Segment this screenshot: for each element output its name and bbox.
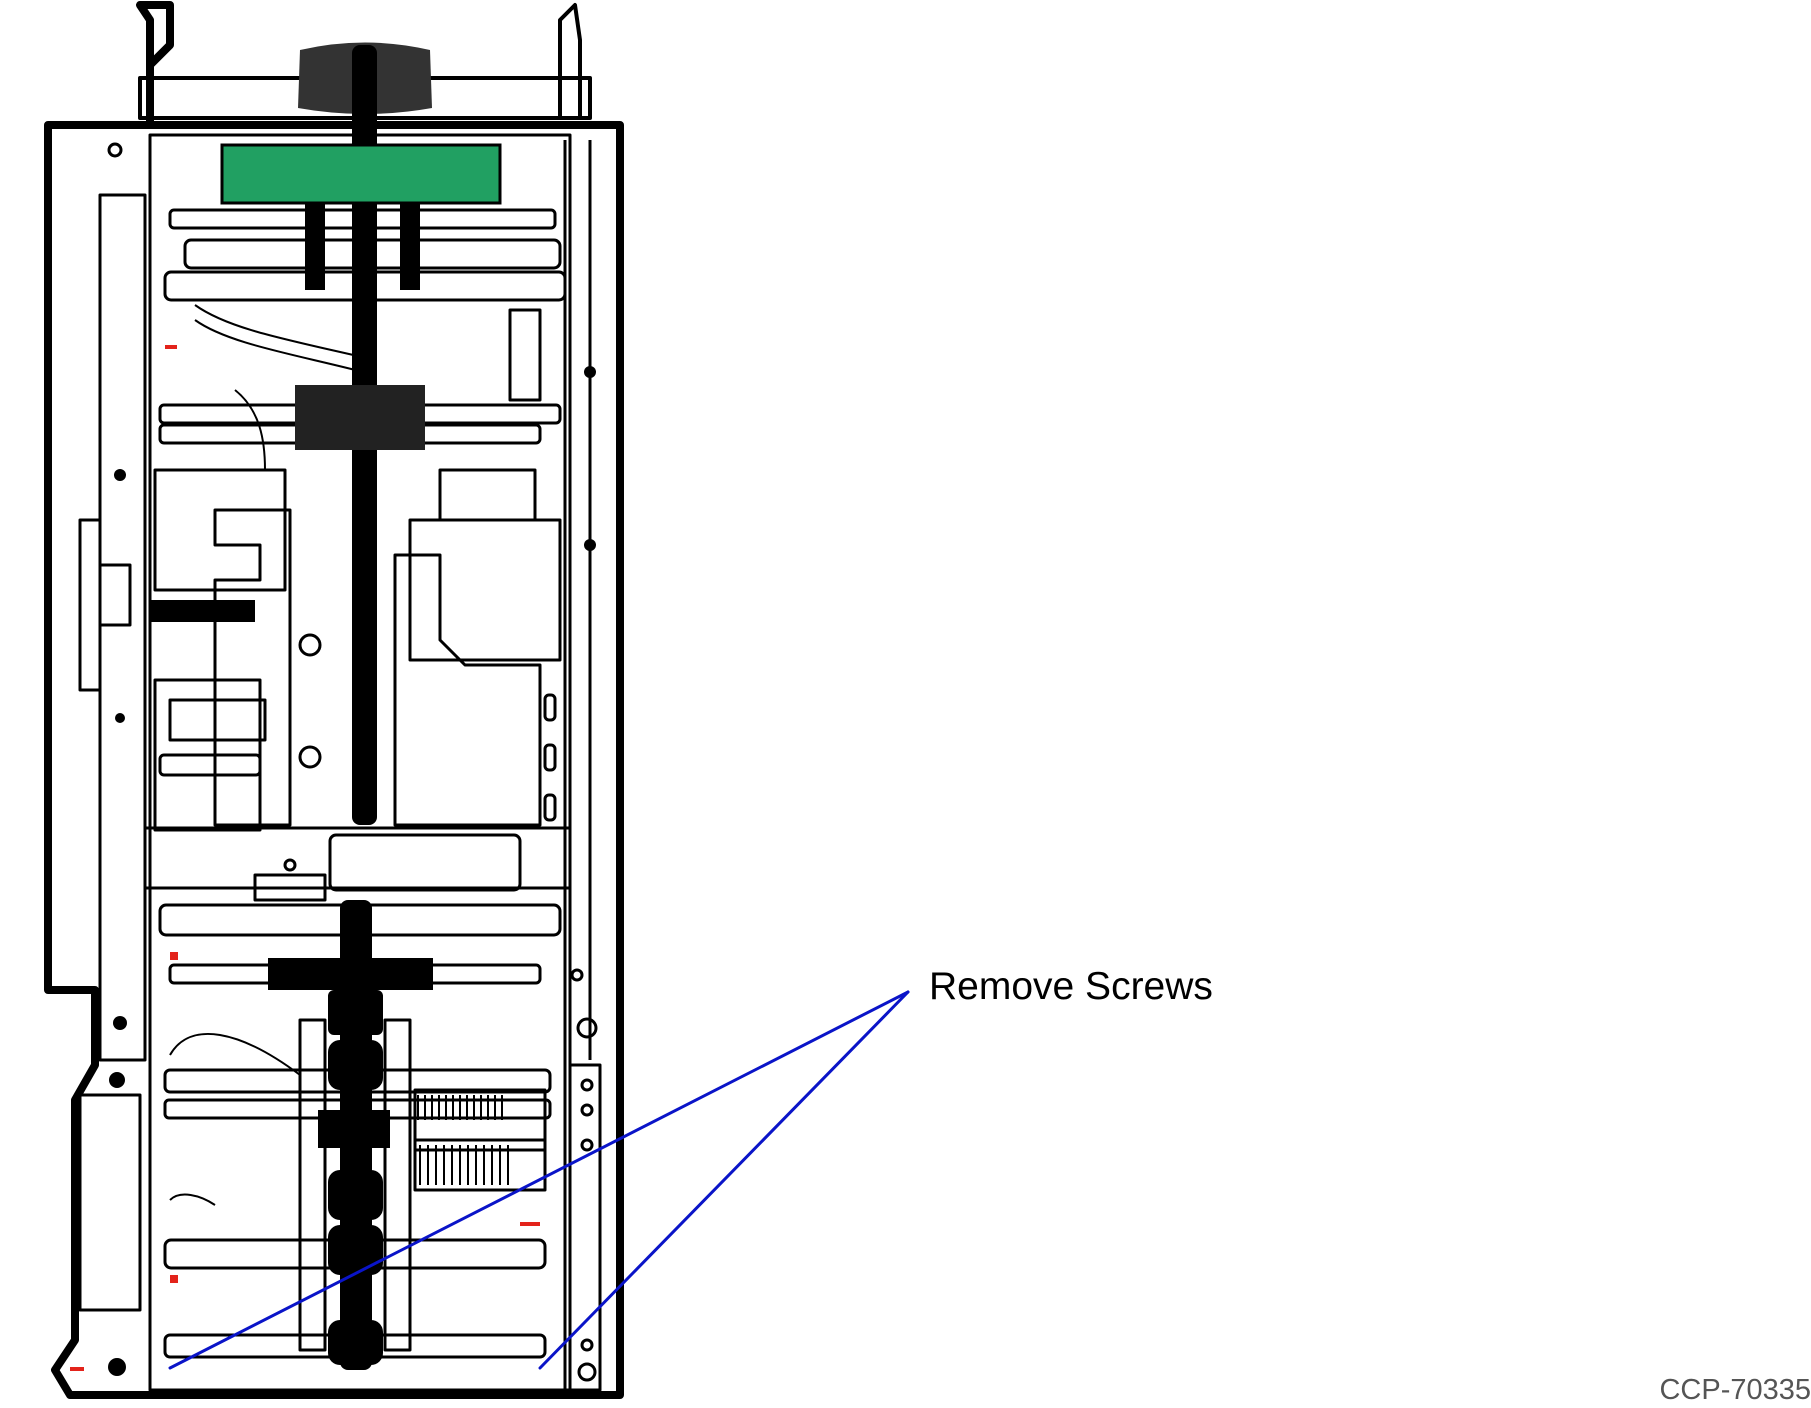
- figure-id-label: CCP-70335: [1659, 1374, 1811, 1406]
- callout-leader-left-screw: [168, 990, 910, 1370]
- left-clip: [98, 563, 132, 627]
- right-housing: [393, 553, 542, 827]
- callout-label: Remove Screws: [929, 965, 1213, 1008]
- bottom-left-plate: [78, 1093, 142, 1312]
- green-circuit-board: [220, 143, 502, 205]
- center-clamp: [295, 385, 425, 450]
- top-right-bracket: [558, 3, 582, 118]
- left-latch: [78, 518, 102, 692]
- right-rail: [563, 140, 592, 1395]
- chassis-outline: [44, 1, 624, 1399]
- callout-leader-right-screw: [538, 990, 910, 1370]
- right-lower-plate: [568, 1063, 602, 1392]
- top-frame: [138, 76, 592, 120]
- middle-plate: [143, 826, 572, 890]
- left-rail: [98, 193, 147, 1062]
